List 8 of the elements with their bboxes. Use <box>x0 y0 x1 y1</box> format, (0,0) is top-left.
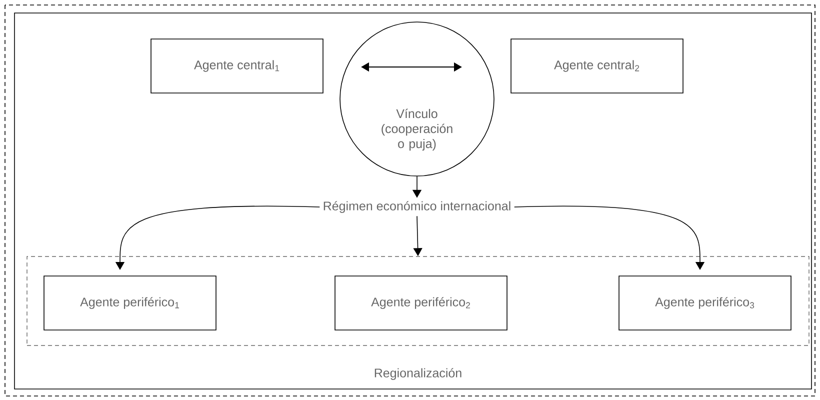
agent-box: Agente periférico$_{1}$ <box>44 276 216 330</box>
agent-box: Agente central$_{2}$ <box>510 38 684 94</box>
agent-box: Agente periférico$_{2}$ <box>334 276 508 330</box>
arrow <box>514 206 705 270</box>
node-label: Regionalización <box>374 368 462 380</box>
agent-box: Agente central$_{1}$ <box>150 38 324 94</box>
agent-box: Agente periférico$_{3}$ <box>618 276 792 330</box>
regime-label: Régimen económico internacional <box>320 198 514 216</box>
